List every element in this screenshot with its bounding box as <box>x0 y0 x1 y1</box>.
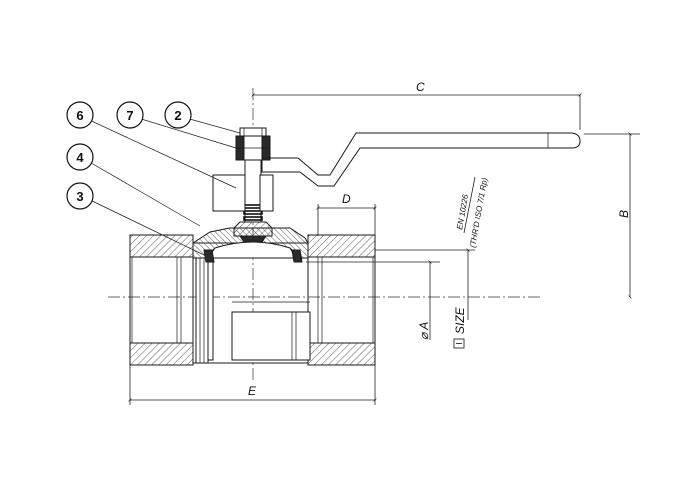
callout-balloon-7: 7 <box>116 101 144 129</box>
svg-text:3: 3 <box>76 189 83 204</box>
svg-text:7: 7 <box>126 108 133 123</box>
leader-7 <box>137 117 237 149</box>
left-end-bottom-section <box>129 342 194 366</box>
stem-assembly <box>212 127 581 223</box>
dimension-e-label: E <box>248 384 257 398</box>
seat-right <box>291 249 303 263</box>
leader-2 <box>185 117 241 134</box>
dimension-d-label: D <box>342 192 351 206</box>
packing-block <box>212 174 246 212</box>
leader-4 <box>85 159 201 227</box>
stem <box>244 159 262 223</box>
dimension-c-label: C <box>416 80 425 94</box>
callout-balloon-4: 4 <box>66 143 94 171</box>
seat-left <box>203 249 215 263</box>
left-nut <box>195 257 209 364</box>
callout-balloon-6: 6 <box>66 101 94 129</box>
stem-seal <box>233 221 273 237</box>
dimension-size-label: SIZE <box>453 306 467 349</box>
leader-6 <box>84 117 237 189</box>
lever-handle <box>261 132 581 187</box>
svg-text:6: 6 <box>76 108 83 123</box>
valve-body <box>129 221 376 366</box>
thread-spec-line2: (THR'D ISO 7/1 Rp) <box>468 177 489 249</box>
right-end-bottom-section <box>307 342 376 366</box>
callout-leaders <box>84 117 241 257</box>
dimension-a-label: ⌀A <box>417 322 431 340</box>
svg-text:SIZE: SIZE <box>453 306 467 334</box>
svg-text:4: 4 <box>76 150 84 165</box>
svg-text:2: 2 <box>174 108 181 123</box>
left-end-top-section <box>129 234 194 258</box>
leader-3 <box>85 197 207 257</box>
right-end-top-section <box>307 234 376 258</box>
ball-bore <box>231 311 311 361</box>
dimension-b-label: B <box>617 210 631 218</box>
callout-balloon-2: 2 <box>164 101 192 129</box>
callout-balloon-3: 3 <box>66 182 94 210</box>
